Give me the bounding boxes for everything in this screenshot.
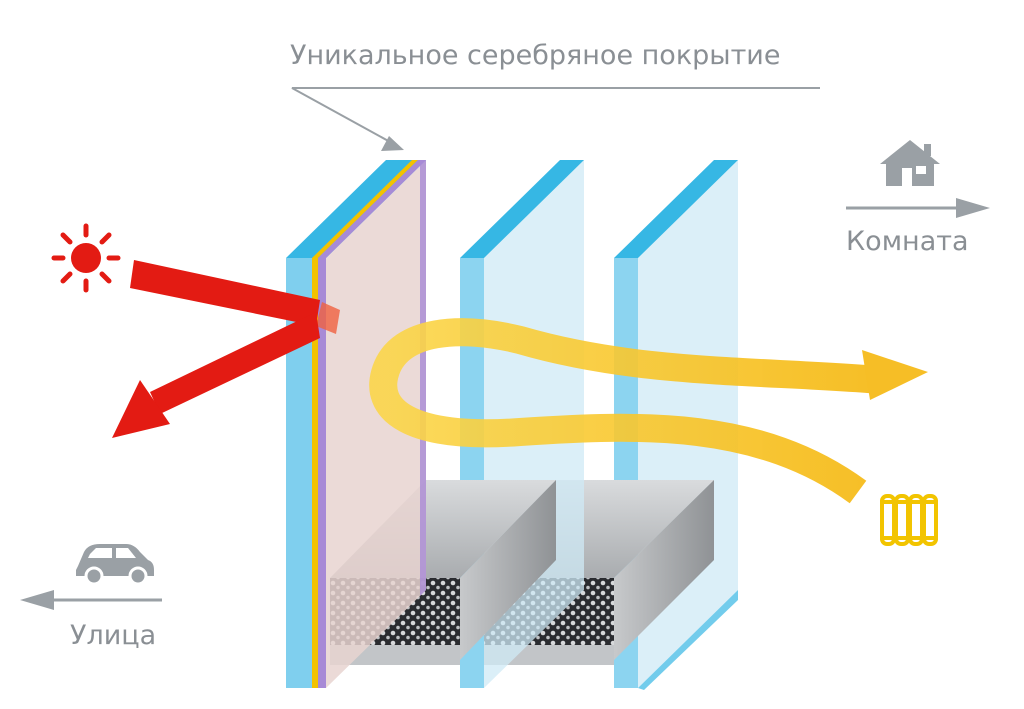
coating-leader-arrowhead — [381, 136, 404, 151]
heat-flow-ribbon — [369, 318, 928, 504]
room-direction-arrow — [846, 198, 990, 218]
glass-pane-outer-coated — [286, 160, 426, 688]
car-icon — [76, 544, 154, 586]
house-icon — [880, 140, 940, 186]
radiator-icon — [880, 494, 938, 546]
coating-label: Уникальное серебряное покрытие — [290, 40, 780, 71]
coating-leader-line — [291, 87, 820, 144]
street-direction-arrow — [20, 590, 162, 610]
room-label: Комната — [846, 226, 969, 257]
street-label: Улица — [70, 620, 156, 651]
sun-icon — [51, 223, 121, 293]
solar-ray — [112, 260, 340, 438]
